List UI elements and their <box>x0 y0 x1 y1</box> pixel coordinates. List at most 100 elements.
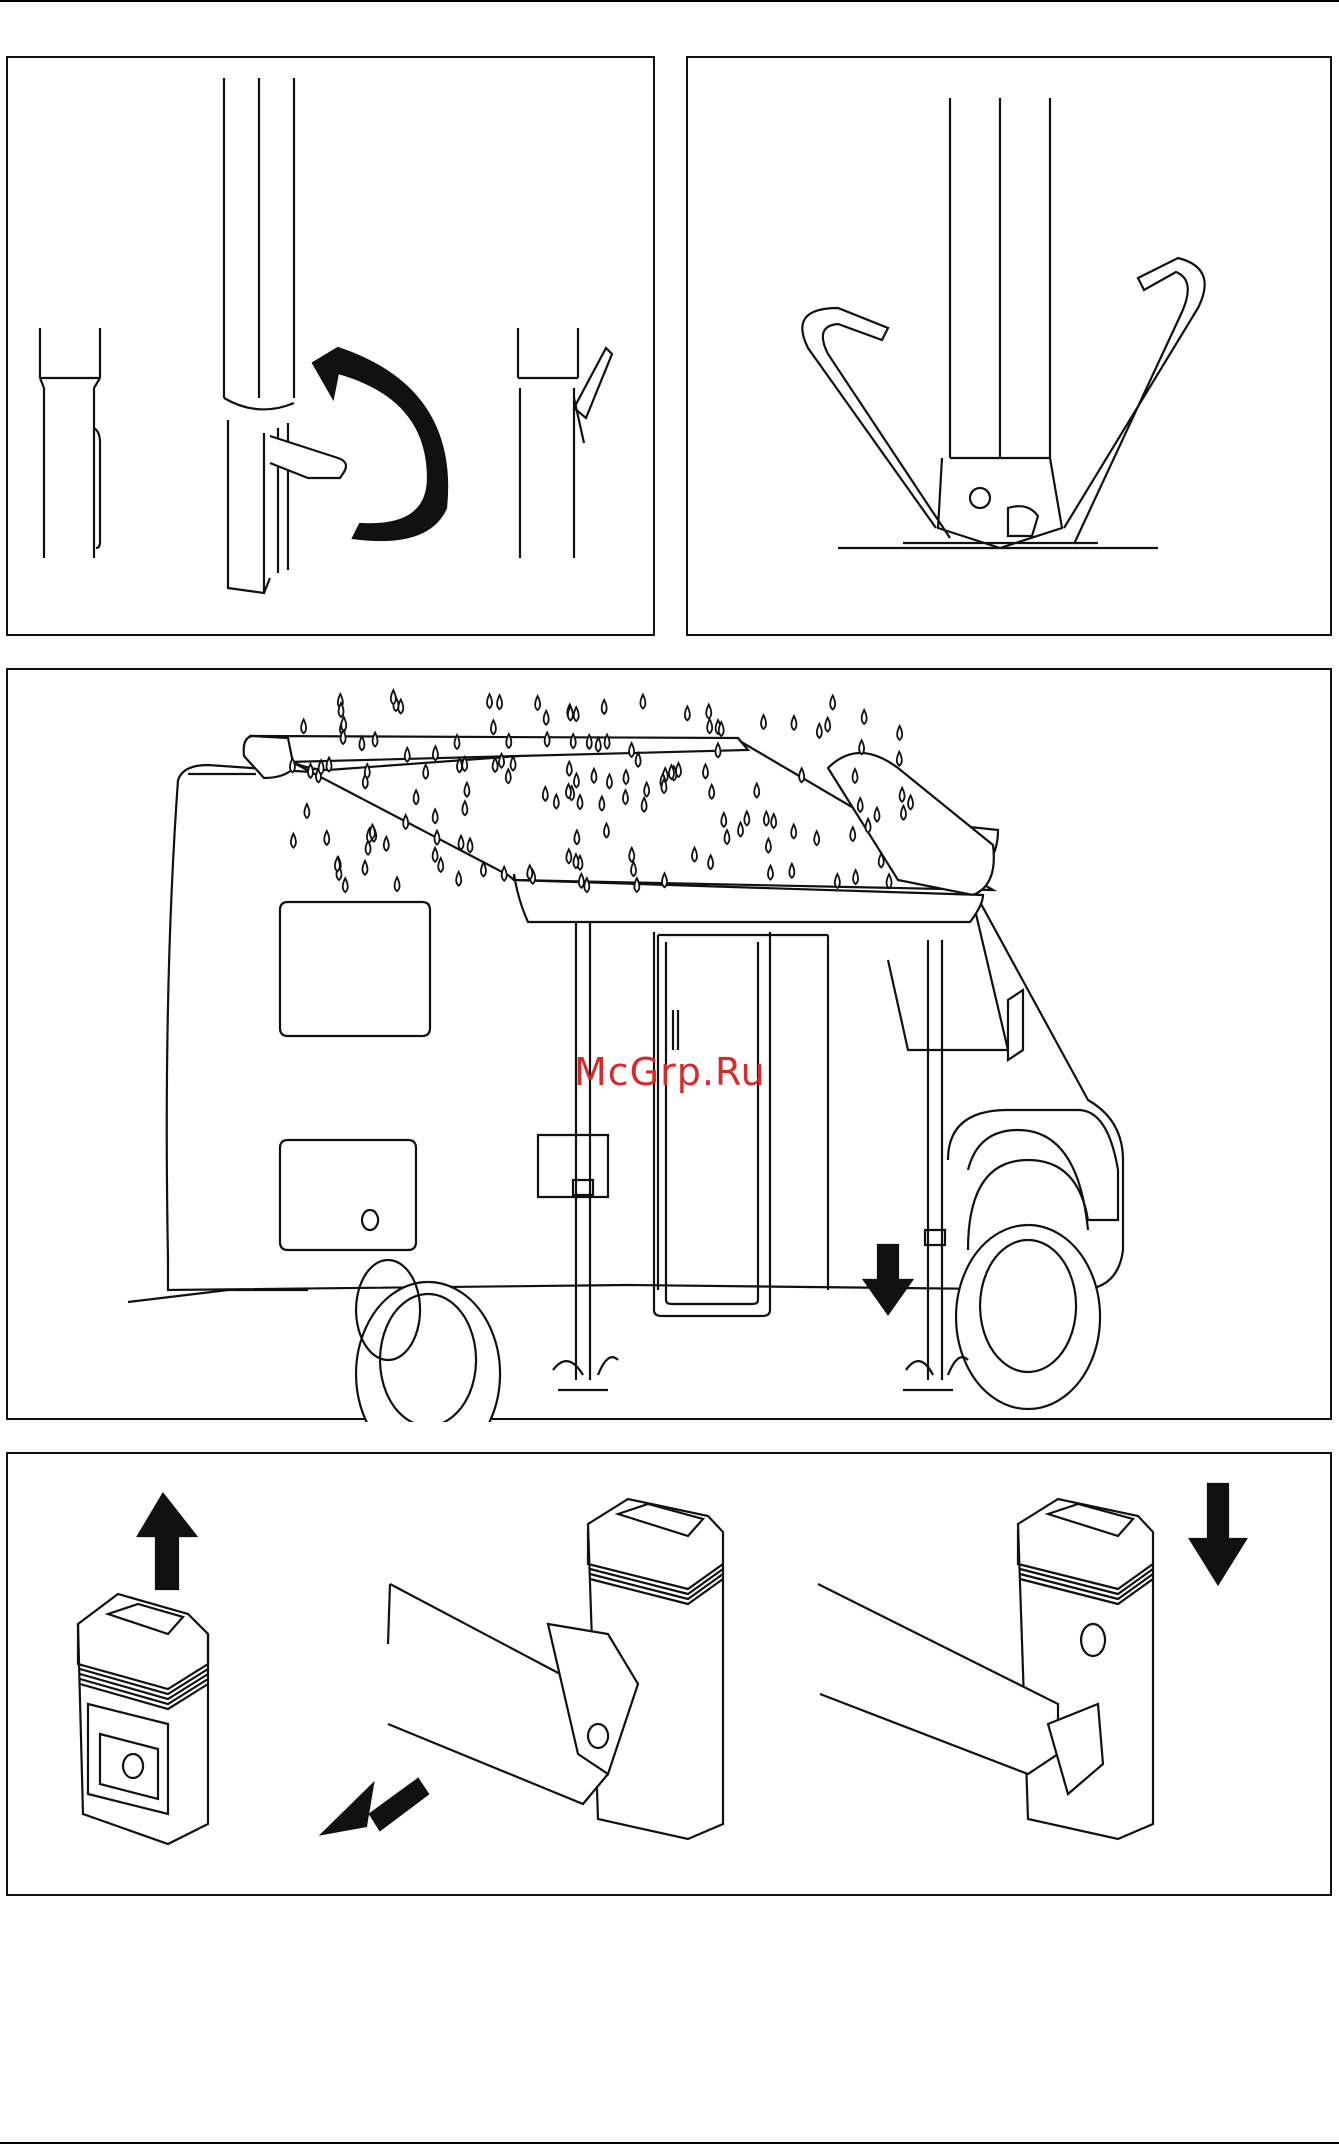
rain-drop-icon <box>715 743 720 757</box>
rain-drop-icon <box>817 724 822 738</box>
rain-drop-icon <box>631 862 636 876</box>
rain-drop-icon <box>766 839 771 853</box>
rain-drop-icon <box>456 872 461 886</box>
rain-drop-icon <box>341 730 346 744</box>
rain-drop-icon <box>438 858 443 872</box>
rain-drop-icon <box>604 824 609 838</box>
rain-drop-icon <box>607 774 612 788</box>
rain-drop-icon <box>591 769 596 783</box>
rain-drop-icon <box>511 757 516 771</box>
rain-drop-icon <box>908 795 913 809</box>
rain-drop-icon <box>771 814 776 828</box>
pole-icon <box>40 328 100 558</box>
rain-drop-icon <box>685 706 690 720</box>
rain-drop-icon <box>768 866 773 880</box>
rain-drop-icon <box>554 795 559 809</box>
rain-drop-icon <box>721 813 726 827</box>
rain-drop-icon <box>573 854 578 868</box>
rain-drop-icon <box>754 783 759 797</box>
rain-drop-icon <box>634 878 639 892</box>
rain-drop-icon <box>462 801 467 815</box>
rain-drop-icon <box>814 831 819 845</box>
rain-drop-icon <box>874 808 879 822</box>
rain-drop-icon <box>414 790 419 804</box>
rain-drop-icon <box>761 715 766 729</box>
rain-drop-icon <box>391 690 396 704</box>
rain-drop-icon <box>584 878 589 892</box>
down-arrow-icon <box>1190 1484 1246 1584</box>
rain-drop-icon <box>835 874 840 888</box>
rain-drop-icon <box>339 703 344 717</box>
rain-drop-icon <box>850 827 855 841</box>
rain-drop-icon <box>327 758 332 772</box>
rain-drop-icon <box>574 773 579 787</box>
ground-peg-icon <box>1064 258 1205 544</box>
rain-drop-icon <box>830 696 835 710</box>
rain-drop-icon <box>879 853 884 867</box>
rain-drop-icon <box>744 811 749 825</box>
rain-drop-icon <box>291 834 296 848</box>
rain-drop-icon <box>853 769 858 783</box>
rain-drop-icon <box>506 769 511 783</box>
panel-motorhome-rain <box>6 668 1332 1420</box>
bracket-icon <box>78 1594 208 1844</box>
rain-drop-icon <box>433 848 438 862</box>
rain-drop-icon <box>506 734 511 748</box>
bracket-icon <box>1018 1499 1153 1839</box>
rain-drop-icon <box>395 877 400 891</box>
rain-drop-icon <box>853 870 858 884</box>
rain-drop-icon <box>596 738 601 752</box>
rain-drop-icon <box>499 754 504 768</box>
rain-drop-icon <box>454 735 459 749</box>
rain-drop-icon <box>435 831 440 845</box>
rain-drop-icon <box>362 861 367 875</box>
ground-peg-icon <box>802 308 950 538</box>
rain-drop-icon <box>543 787 548 801</box>
rain-drop-icon <box>497 695 502 709</box>
rain-drop-icon <box>629 743 634 757</box>
rain-drop-icon <box>676 763 681 777</box>
rain-drop-icon <box>527 865 532 879</box>
rain-drop-icon <box>866 819 871 833</box>
rain-drop-icon <box>901 806 906 820</box>
rain-drop-icon <box>789 864 794 878</box>
rain-drop-icon <box>579 874 584 888</box>
rain-drop-icon <box>900 788 905 802</box>
rain-drop-icon <box>502 867 507 881</box>
rain-drop-icon <box>464 783 469 797</box>
rain-drop-icon <box>487 694 492 708</box>
rain-drop-icon <box>481 862 486 876</box>
rain-drop-icon <box>724 830 729 844</box>
top-rule <box>0 0 1339 2</box>
rain-drop-icon <box>571 734 576 748</box>
rain-drop-icon <box>897 726 902 740</box>
rain-drop-icon <box>709 785 714 799</box>
rain-drop-icon <box>703 764 708 778</box>
rain-drop-icon <box>897 752 902 766</box>
rain-drop-icon <box>661 779 666 793</box>
up-arrow-icon <box>138 1494 196 1589</box>
rain-drop-icon <box>825 718 830 732</box>
push-arrow-icon <box>322 1779 428 1834</box>
panel-pole-foot <box>686 56 1332 636</box>
rain-drop-icon <box>566 849 571 863</box>
rain-drop-icon <box>373 733 378 747</box>
bottom-rule <box>0 2142 1339 2144</box>
panel-pole-lock <box>6 56 655 636</box>
rain-drop-icon <box>319 760 324 774</box>
rain-drop-icon <box>359 736 364 750</box>
rain-drop-icon <box>799 768 804 782</box>
rain-drop-icon <box>640 695 645 709</box>
rain-drop-icon <box>457 758 462 772</box>
rain-drop-icon <box>370 825 375 839</box>
watermark-text: McGrp.Ru <box>574 1050 766 1094</box>
rain-drop-icon <box>599 797 604 811</box>
rain-drop-icon <box>405 748 410 762</box>
rain-drop-icon <box>587 735 592 749</box>
rain-drop-icon <box>403 815 408 829</box>
rain-drop-icon <box>858 798 863 812</box>
rain-drop-icon <box>791 824 796 838</box>
rain-drop-icon <box>669 765 674 779</box>
rain-drop-icon <box>423 765 428 779</box>
panel-bracket-mount <box>6 1452 1332 1896</box>
